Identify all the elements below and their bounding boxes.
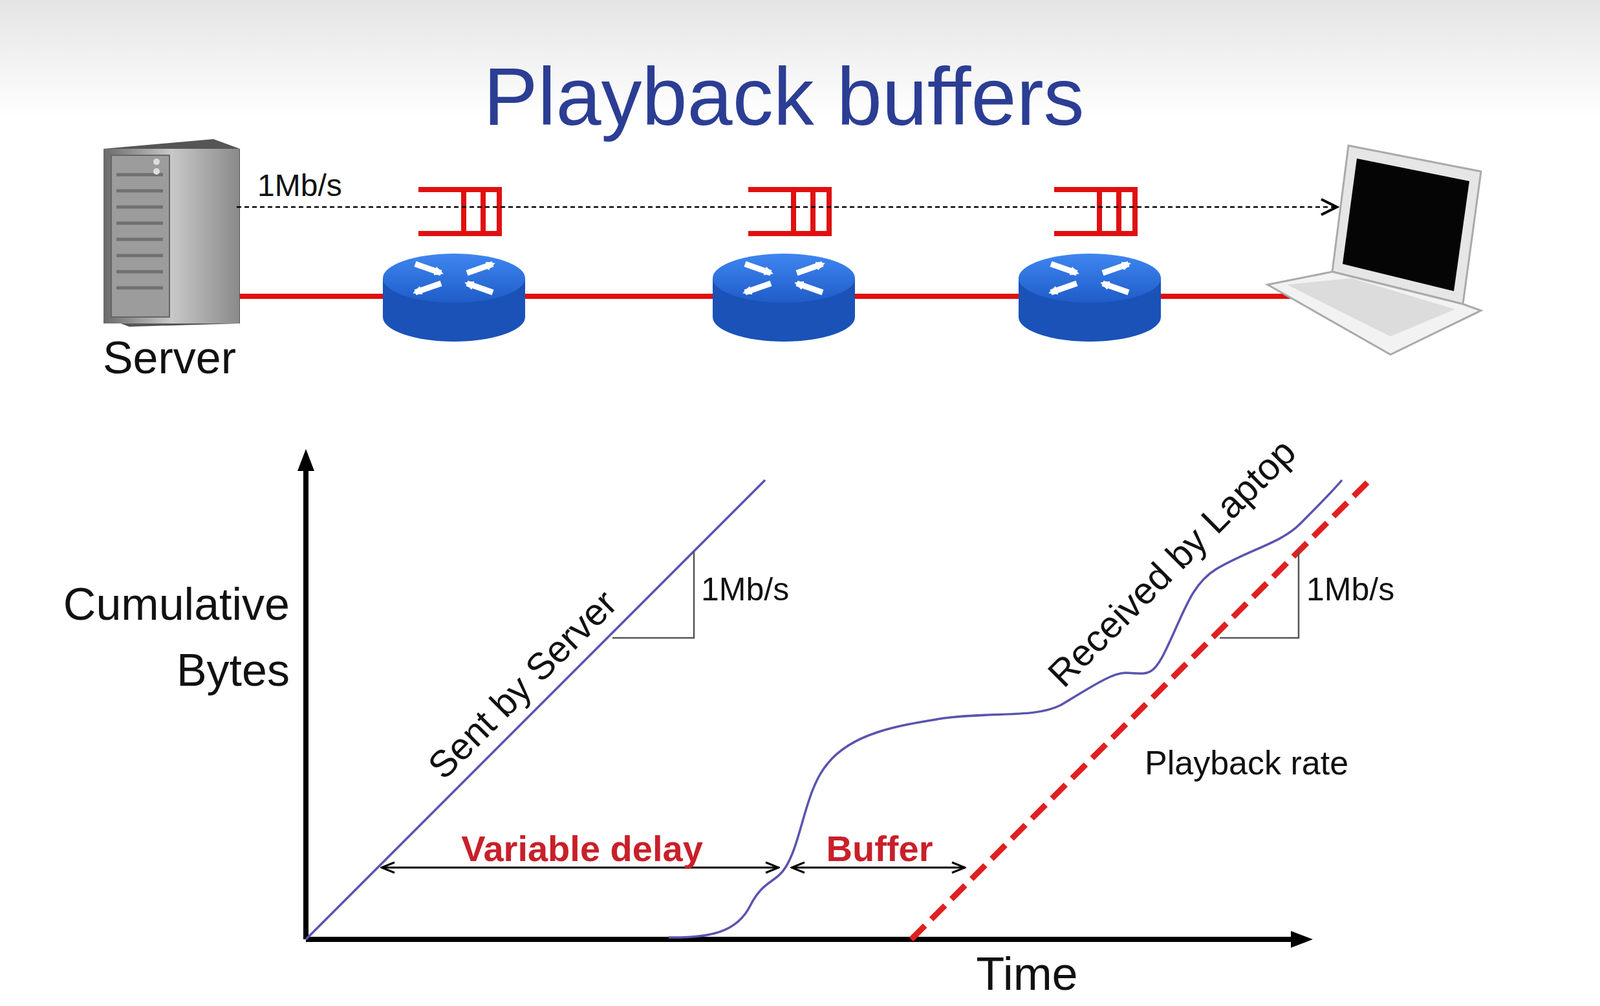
delay-label: Variable delay <box>461 827 703 870</box>
curve-label: Playback rate <box>1144 743 1349 783</box>
laptop-icon <box>1267 145 1482 355</box>
router-part <box>382 253 526 303</box>
buffer-icon <box>1054 189 1136 234</box>
slide-title: Playback buffers <box>483 50 1084 145</box>
router-part <box>466 263 493 273</box>
router-part <box>1018 253 1161 303</box>
router-part <box>712 253 855 303</box>
buffer-icon <box>810 189 816 234</box>
buffer-icon <box>461 189 467 234</box>
router-part <box>415 263 442 273</box>
router-part <box>745 283 771 293</box>
axis-label: Time <box>975 946 1078 1001</box>
node-text: Server <box>102 331 237 385</box>
axis-label: Cumulative Bytes <box>18 571 290 703</box>
buffer-icon <box>748 189 830 234</box>
router-part <box>1050 283 1077 293</box>
router-part <box>1102 283 1129 293</box>
router-icons <box>382 189 1161 342</box>
buffer-icon <box>418 189 500 234</box>
buffer-icon <box>1096 189 1103 234</box>
slope-label: 1Mb/s <box>1306 571 1395 609</box>
buffer-label: Buffer <box>826 827 934 870</box>
router-part <box>1102 263 1129 273</box>
buffer-icon <box>790 189 797 234</box>
rate-label: 1Mb/s <box>257 167 343 204</box>
buffer-icon <box>480 189 486 234</box>
router-part <box>745 263 771 273</box>
server-icon <box>103 139 240 327</box>
curve-label: Sent by Server <box>419 581 626 788</box>
server-label: Server <box>102 331 237 385</box>
router-part <box>415 283 442 293</box>
router-part <box>796 263 823 273</box>
router-part <box>796 283 823 293</box>
router-part <box>1050 263 1077 273</box>
buffer-icon <box>1116 189 1122 234</box>
slope-label: 1Mb/s <box>701 571 790 609</box>
curve-label: Received by Laptop <box>1039 430 1305 696</box>
router-part <box>466 283 493 293</box>
